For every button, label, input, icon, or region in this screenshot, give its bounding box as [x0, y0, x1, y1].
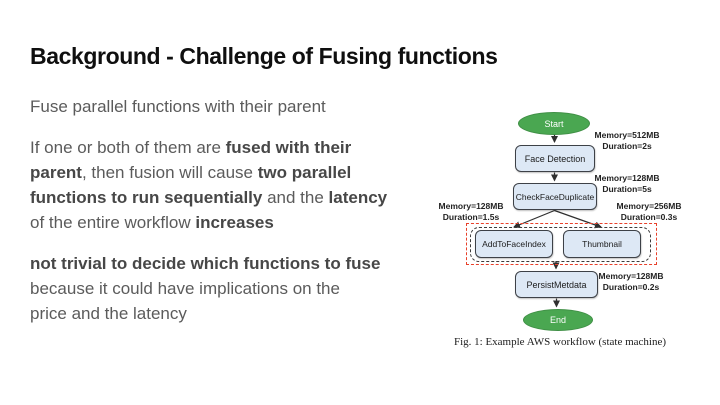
text-line: of the entire workflow increases	[30, 210, 450, 235]
body-text: Fuse parallel functions with their paren…	[30, 94, 450, 342]
text-line: parent, then fusion will cause two paral…	[30, 160, 450, 185]
bold-text-segment: two parallel	[257, 163, 352, 182]
text-line: If one or both of them are fused with th…	[30, 135, 450, 160]
text-segment: price and the latency	[30, 304, 187, 323]
parallel-group-box	[470, 227, 651, 262]
workflow-figure: Start Face Detection CheckFaceDuplicate …	[430, 95, 720, 375]
bold-text-segment: fused with their	[225, 138, 352, 157]
annotation-thumbnail: Memory=256MB Duration=0.3s	[613, 201, 685, 222]
annotation-add-to-face-index: Memory=128MB Duration=1.5s	[435, 201, 507, 222]
text-segment: of the entire workflow	[30, 213, 196, 232]
bold-text-segment: latency	[328, 188, 388, 207]
annotation-line: Memory=256MB	[616, 201, 682, 211]
annotation-check-face-duplicate: Memory=128MB Duration=5s	[591, 173, 663, 194]
text-segment: Fuse parallel functions with their paren…	[30, 97, 326, 116]
annotation-line: Memory=128MB	[438, 201, 504, 211]
paragraph: not trivial to decide which functions to…	[30, 251, 450, 326]
annotation-line: Duration=2s	[602, 140, 652, 151]
fusion-highlight-box	[466, 223, 657, 265]
annotation-line: Duration=0.3s	[620, 211, 678, 222]
node-check-face-duplicate: CheckFaceDuplicate	[513, 183, 597, 210]
text-line: price and the latency	[30, 301, 450, 326]
bold-text-segment: parent	[30, 163, 82, 182]
text-line: because it could have implications on th…	[30, 276, 450, 301]
text-segment: If one or both of them are	[30, 138, 226, 157]
annotation-line: Duration=0.2s	[602, 281, 660, 292]
text-line: functions to run sequentially and the la…	[30, 185, 450, 210]
paragraph: Fuse parallel functions with their paren…	[30, 94, 450, 119]
annotation-line: Memory=128MB	[598, 271, 664, 281]
bold-text-segment: not trivial to decide which functions to…	[30, 254, 381, 273]
annotation-persist-metdata: Memory=128MB Duration=0.2s	[595, 271, 667, 292]
text-line: not trivial to decide which functions to…	[30, 251, 450, 276]
text-segment: and the	[262, 188, 329, 207]
annotation-line: Duration=1.5s	[442, 211, 500, 222]
text-segment: because it could have implications on th…	[30, 279, 340, 298]
slide-title: Background - Challenge of Fusing functio…	[30, 43, 498, 69]
annotation-line: Duration=5s	[602, 183, 652, 194]
node-thumbnail: Thumbnail	[563, 230, 641, 258]
figure-caption: Fig. 1: Example AWS workflow (state mach…	[453, 336, 667, 348]
annotation-line: Memory=128MB	[594, 173, 660, 183]
annotation-face-detection: Memory=512MB Duration=2s	[591, 130, 663, 151]
bold-text-segment: functions to run sequentially	[30, 188, 263, 207]
annotation-line: Memory=512MB	[594, 130, 660, 140]
paragraph: If one or both of them are fused with th…	[30, 135, 450, 235]
node-add-to-face-index: AddToFaceIndex	[475, 230, 553, 258]
bold-text-segment: increases	[195, 213, 274, 232]
text-line: Fuse parallel functions with their paren…	[30, 94, 450, 119]
text-segment: , then fusion will cause	[81, 163, 258, 182]
node-start: Start	[518, 112, 590, 135]
node-end: End	[523, 309, 593, 331]
node-face-detection: Face Detection	[515, 145, 595, 172]
node-persist-metdata: PersistMetdata	[515, 271, 598, 298]
